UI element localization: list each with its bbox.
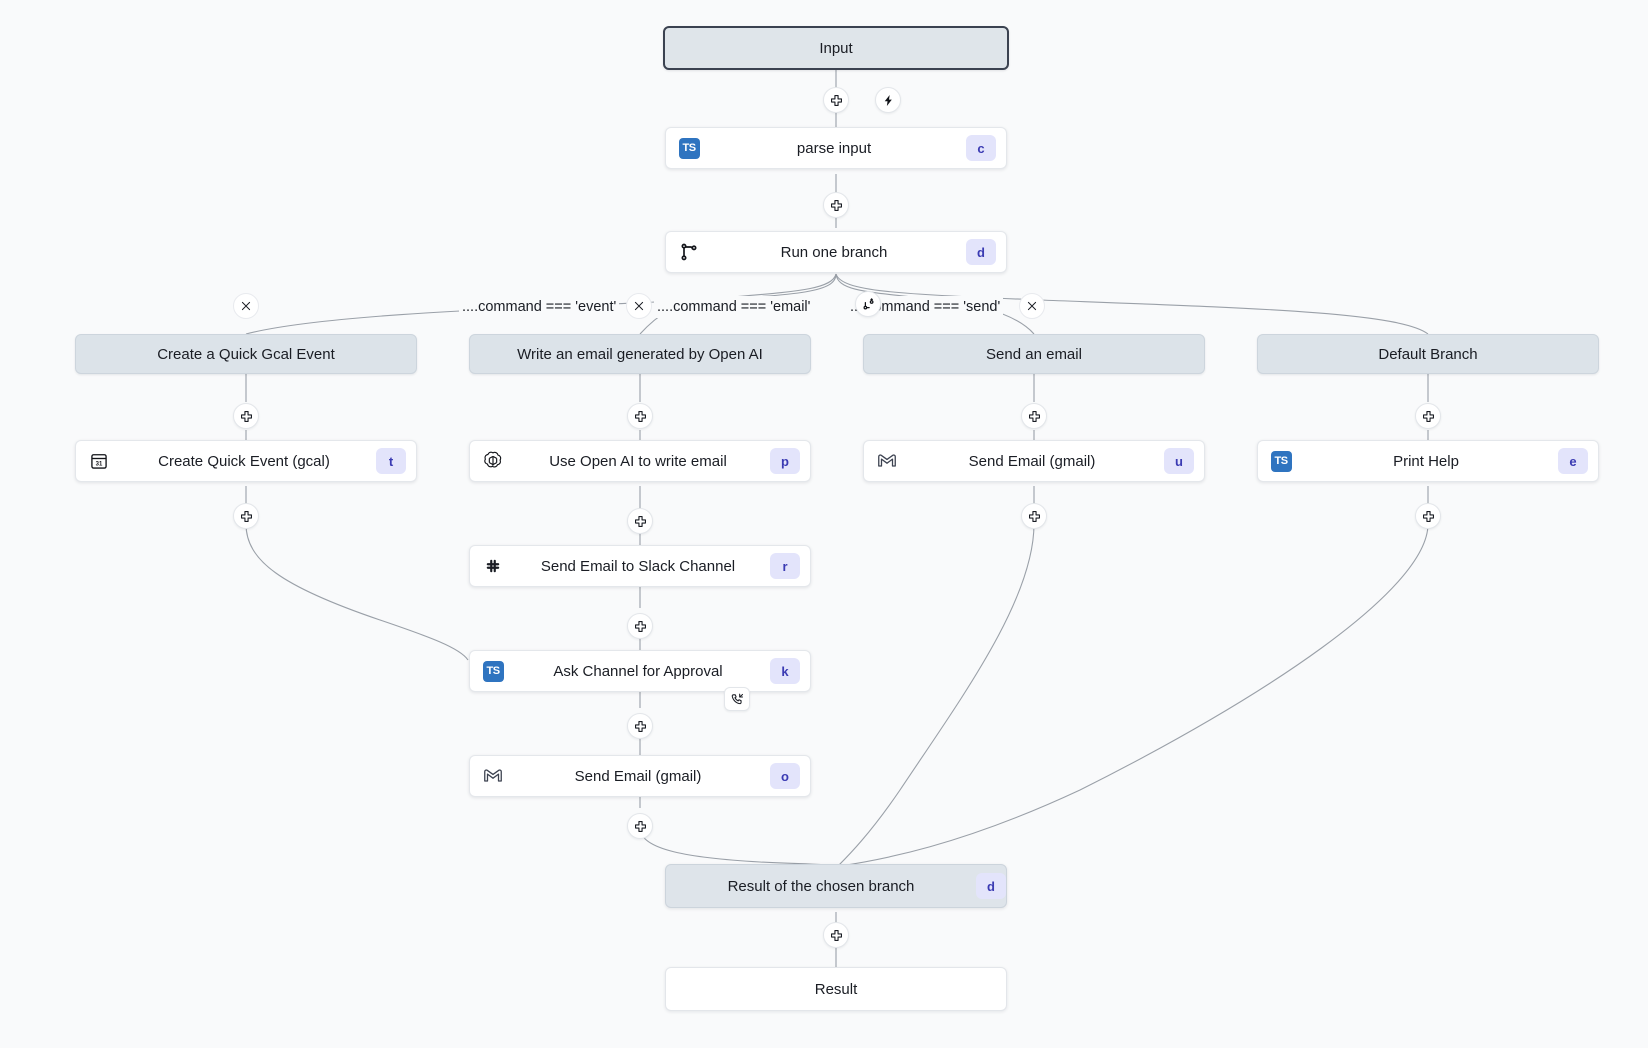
plus-cross-icon [1028, 410, 1040, 422]
branch-header-3-label: Default Branch [1378, 345, 1478, 363]
node-create-quick-event-label: Create Quick Event (gcal) [158, 452, 330, 470]
plus-cross-icon [830, 199, 842, 211]
plus-cross-icon [634, 820, 646, 832]
node-send-email-slack-label: Send Email to Slack Channel [540, 557, 736, 575]
node-result[interactable]: Result [665, 967, 1007, 1011]
node-send-email-gmail-b1-key[interactable]: o [770, 763, 800, 789]
node-print-help-label: Print Help [1393, 452, 1459, 470]
node-send-email-gmail-b1-label: Send Email (gmail) [574, 767, 702, 785]
node-create-quick-event-key[interactable]: t [376, 448, 406, 474]
node-input[interactable]: Input [663, 26, 1009, 70]
branch-condition-1: ....command === 'email' [654, 296, 814, 318]
node-result-of-branch[interactable]: Result of the chosen branch d [665, 864, 1007, 908]
node-parse-input[interactable]: TS parse input c [665, 127, 1007, 169]
branch-header-1[interactable]: Write an email generated by Open AI [469, 334, 811, 374]
add-step-button-b1-3[interactable] [627, 713, 653, 739]
remove-branch-button-0[interactable] [233, 293, 259, 319]
typescript-icon: TS [1268, 448, 1294, 474]
branch-condition-2: ....command === 'send' [847, 296, 1004, 318]
git-branch-plus-icon [863, 297, 873, 309]
add-step-button-b1[interactable] [627, 403, 653, 429]
git-branch-icon [676, 239, 702, 265]
node-send-email-gmail-b2-label: Send Email (gmail) [968, 452, 1096, 470]
node-ask-channel-approval[interactable]: TS Ask Channel for Approval k [469, 650, 811, 692]
gmail-icon [480, 763, 506, 789]
remove-branch-button-2[interactable] [1019, 293, 1045, 319]
node-create-quick-event[interactable]: 31 Create Quick Event (gcal) t [75, 440, 417, 482]
plus-cross-icon [830, 929, 842, 941]
node-run-one-branch[interactable]: Run one branch d [665, 231, 1007, 273]
add-step-button-collector[interactable] [823, 922, 849, 948]
add-branch-button[interactable] [855, 291, 881, 317]
plus-cross-icon [634, 620, 646, 632]
branch-header-2-label: Send an email [986, 345, 1082, 363]
google-calendar-icon: 31 [86, 448, 112, 474]
gmail-icon [874, 448, 900, 474]
openai-icon [480, 448, 506, 474]
add-step-button-input[interactable] [823, 87, 849, 113]
add-step-button-b0-end[interactable] [233, 503, 259, 529]
branch-header-0[interactable]: Create a Quick Gcal Event [75, 334, 417, 374]
node-openai-write-email[interactable]: Use Open AI to write email p [469, 440, 811, 482]
trigger-button[interactable] [875, 87, 901, 113]
add-step-button-b3[interactable] [1415, 403, 1441, 429]
node-result-label: Result [814, 980, 858, 998]
plus-cross-icon [1422, 410, 1434, 422]
node-ask-channel-approval-label: Ask Channel for Approval [553, 662, 723, 680]
plus-cross-icon [1422, 510, 1434, 522]
branch-condition-0: ....command === 'event' [459, 296, 620, 318]
node-run-one-branch-key[interactable]: d [966, 239, 996, 265]
add-step-button-b1-1[interactable] [627, 508, 653, 534]
node-openai-write-email-label: Use Open AI to write email [549, 452, 727, 470]
node-result-of-branch-key[interactable]: d [976, 873, 1006, 899]
plus-cross-icon [634, 515, 646, 527]
plus-cross-icon [634, 720, 646, 732]
node-openai-write-email-key[interactable]: p [770, 448, 800, 474]
typescript-icon: TS [480, 658, 506, 684]
lightning-bolt-icon [884, 94, 892, 106]
node-send-email-slack-key[interactable]: r [770, 553, 800, 579]
slack-icon [480, 553, 506, 579]
add-step-button-parse[interactable] [823, 192, 849, 218]
add-step-button-b1-end[interactable] [627, 813, 653, 839]
add-step-button-b1-2[interactable] [627, 613, 653, 639]
node-input-label: Input [819, 39, 853, 57]
remove-branch-button-1[interactable] [626, 293, 652, 319]
add-step-button-b3-end[interactable] [1415, 503, 1441, 529]
branch-header-0-label: Create a Quick Gcal Event [157, 345, 335, 363]
plus-cross-icon [1028, 510, 1040, 522]
plus-cross-icon [830, 94, 842, 106]
typescript-icon: TS [676, 135, 702, 161]
branch-header-3[interactable]: Default Branch [1257, 334, 1599, 374]
phone-incoming-icon[interactable] [724, 687, 750, 711]
close-x-icon [634, 301, 644, 311]
close-x-icon [1027, 301, 1037, 311]
close-x-icon [241, 301, 251, 311]
add-step-button-b2-end[interactable] [1021, 503, 1047, 529]
node-send-email-gmail-b2-key[interactable]: u [1164, 448, 1194, 474]
svg-text:31: 31 [96, 462, 103, 468]
add-step-button-b2[interactable] [1021, 403, 1047, 429]
node-result-of-branch-label: Result of the chosen branch [727, 877, 915, 895]
node-send-email-slack[interactable]: Send Email to Slack Channel r [469, 545, 811, 587]
node-parse-input-key[interactable]: c [966, 135, 996, 161]
node-print-help-key[interactable]: e [1558, 448, 1588, 474]
node-run-one-branch-label: Run one branch [780, 243, 888, 261]
node-print-help[interactable]: TS Print Help e [1257, 440, 1599, 482]
node-send-email-gmail-b1[interactable]: Send Email (gmail) o [469, 755, 811, 797]
plus-cross-icon [240, 510, 252, 522]
node-parse-input-label: parse input [796, 139, 872, 157]
branch-header-2[interactable]: Send an email [863, 334, 1205, 374]
node-send-email-gmail-b2[interactable]: Send Email (gmail) u [863, 440, 1205, 482]
branch-header-1-label: Write an email generated by Open AI [517, 345, 763, 363]
node-ask-channel-approval-key[interactable]: k [770, 658, 800, 684]
add-step-button-b0[interactable] [233, 403, 259, 429]
plus-cross-icon [240, 410, 252, 422]
plus-cross-icon [634, 410, 646, 422]
